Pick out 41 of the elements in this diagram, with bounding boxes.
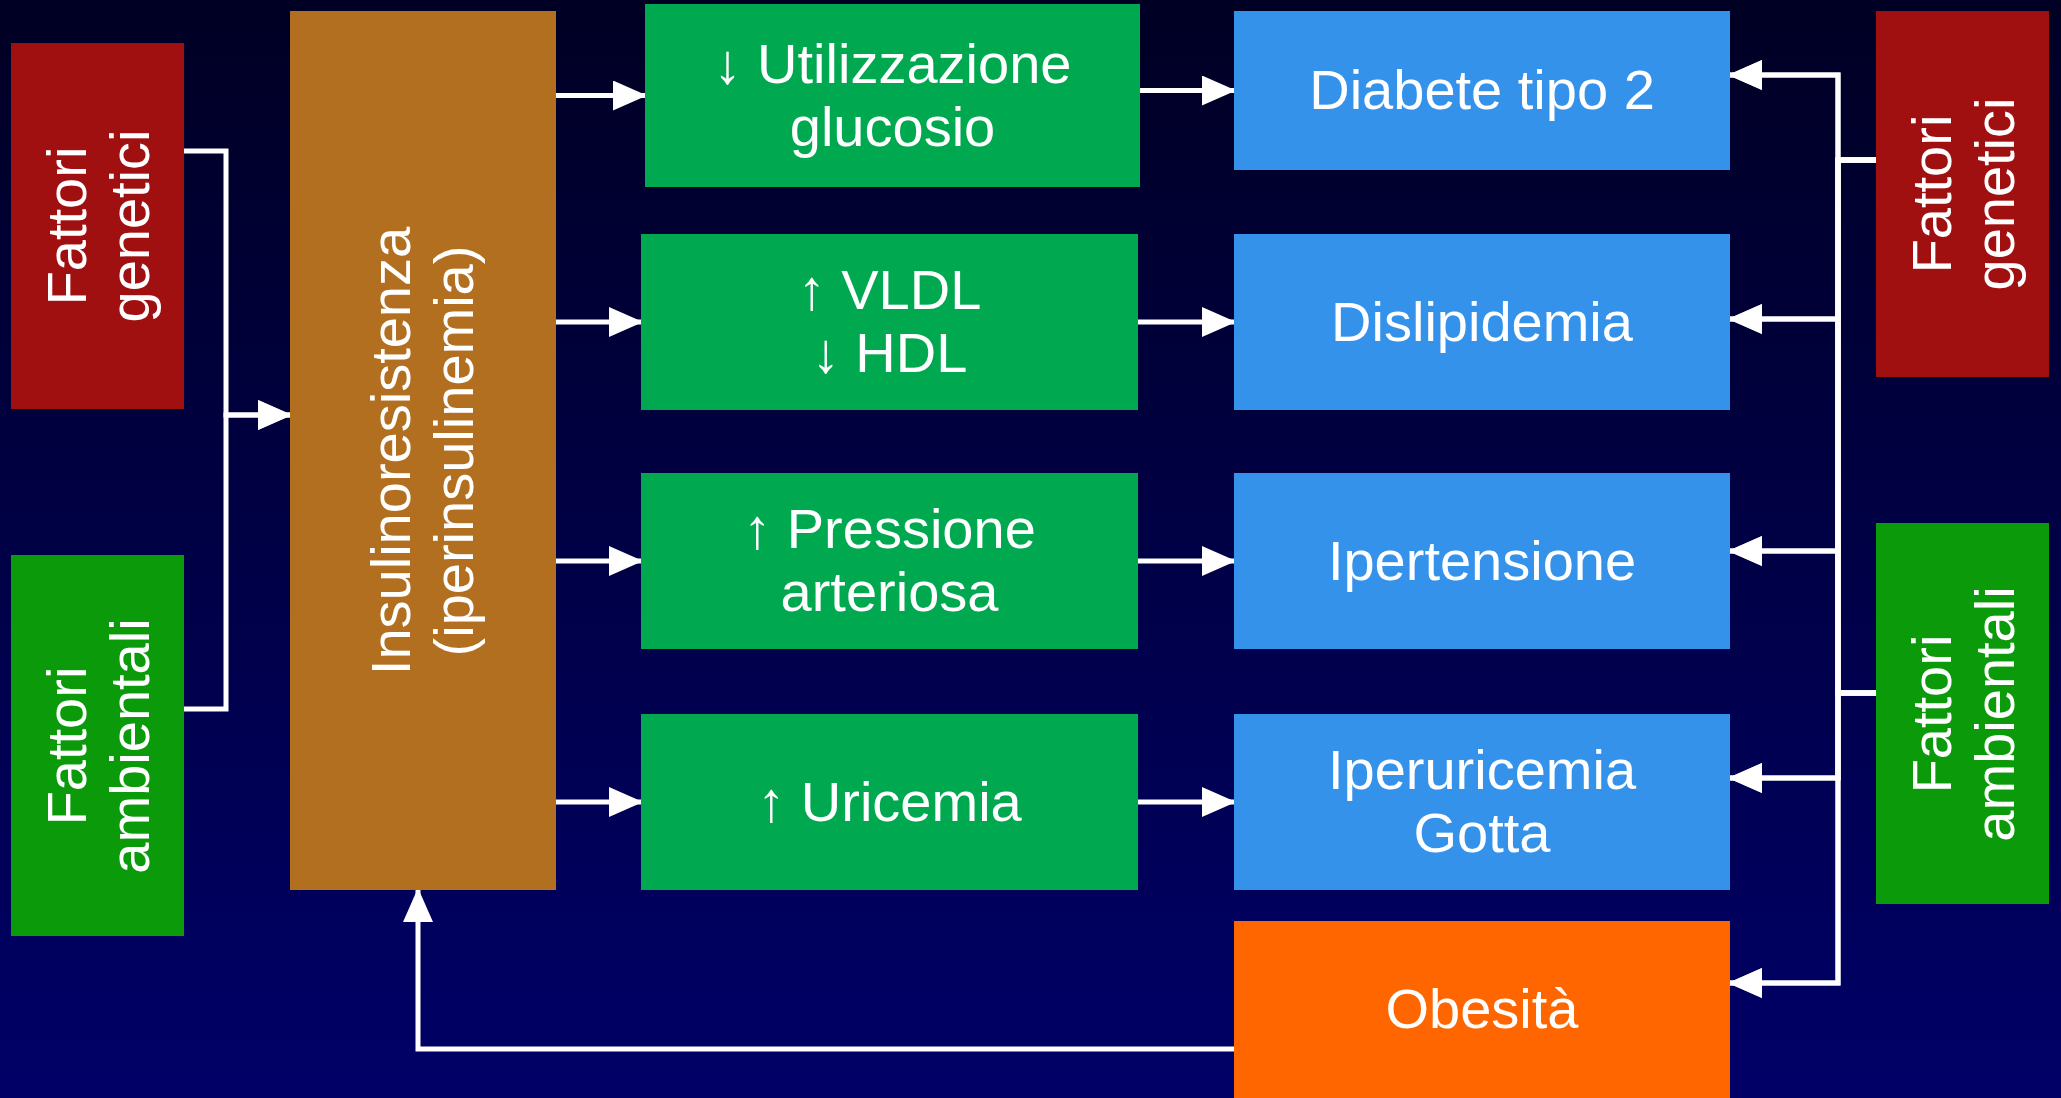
node-label: ↑ Pressione arteriosa — [742, 498, 1037, 624]
arrow — [403, 888, 1234, 1052]
arrow — [1138, 787, 1236, 817]
node-label: Ipertensione — [1327, 529, 1637, 593]
node-label: Iperuricemia — [1327, 739, 1637, 802]
arrow — [556, 546, 643, 576]
factor-box — [1876, 11, 2049, 377]
factor-box — [11, 43, 184, 409]
outcome-box — [1234, 714, 1730, 890]
node-label: Dislipidemia — [1331, 290, 1633, 354]
arrow — [1140, 75, 1236, 106]
arrow — [1138, 307, 1236, 337]
factor-box — [1876, 523, 2049, 904]
factor-box — [11, 555, 184, 936]
node-label: Obesità — [1385, 978, 1579, 1041]
outcome-box — [1234, 11, 1730, 170]
process-box — [641, 234, 1138, 410]
node-label: ↓ HDL — [811, 322, 968, 385]
node-label: Diabete tipo 2 — [1309, 59, 1655, 122]
arrow — [184, 400, 292, 712]
node-label: ↑ VLDL — [797, 259, 982, 322]
process-box — [641, 473, 1138, 649]
node-label: Fattori genetici — [34, 128, 161, 325]
outcome-box — [1234, 234, 1730, 410]
condition-box — [290, 11, 556, 890]
arrow — [556, 307, 643, 337]
outcome-box — [1234, 473, 1730, 649]
arrow — [1138, 546, 1236, 576]
process-box — [645, 4, 1140, 187]
node-label: Fattori ambientali — [34, 616, 161, 876]
node-label: Gotta — [1413, 802, 1551, 865]
node-label: ↑ Uricemia — [757, 770, 1022, 834]
node-label: Fattori genetici — [1899, 96, 2026, 293]
node-label: Insulinoresistenza — [360, 226, 423, 675]
node-label: Fattori ambientali — [1899, 584, 2026, 844]
arrow — [556, 80, 647, 111]
node-label: (iperinsulinemia) — [423, 245, 486, 656]
node-label: ↓ Utilizzazione glucosio — [712, 32, 1073, 159]
outcome-box — [1234, 921, 1730, 1098]
process-box — [641, 714, 1138, 890]
arrow — [556, 787, 643, 817]
